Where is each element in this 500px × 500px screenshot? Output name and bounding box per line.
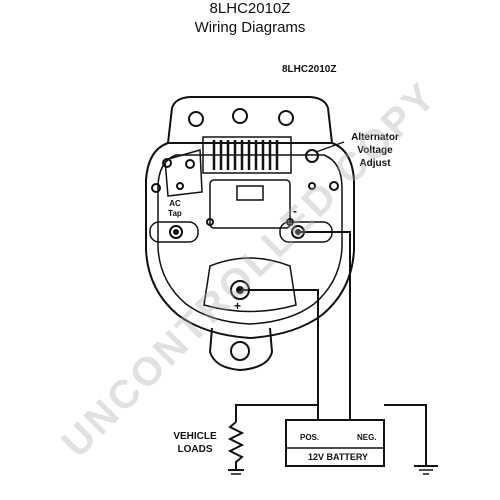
diagram-title: 8LHC2010Z [209,0,291,17]
negative-symbol: - [293,204,297,218]
ac-tap-label: AC Tap [158,199,192,219]
housing-inner-rim [157,154,343,325]
adjust-label-line: Adjust [359,158,391,169]
alternator-housing [145,142,355,340]
load-wire [235,404,318,422]
bottom-mount-hole [230,341,250,361]
voltage-adjust-screw [305,149,319,163]
rectifier-block [202,136,292,174]
diagram-subtitle: Wiring Diagrams [194,19,306,36]
regulator-box [209,179,291,229]
positive-symbol: + [234,299,242,313]
ac-tap-label-line: Tap [168,209,182,218]
bottom-mounting-foot [208,327,274,372]
top-mounting-ear [167,96,333,144]
adjust-label-line: Alternator [351,132,399,143]
vehicle-loads-line: LOADS [177,444,213,455]
positive-terminal-pod [203,257,297,313]
alternator-voltage-adjust-label: Alternator Voltage Adjust [340,131,410,170]
vehicle-loads-label: VEHICLE LOADS [168,430,222,456]
battery-neg-label: NEG. [357,433,377,442]
positive-wire [240,289,319,420]
negative-wire [300,231,351,420]
ear-hole-left [188,111,204,127]
screw-top-left [162,158,172,168]
ac-tap-label-line: AC [169,199,181,208]
vehicle-load-resistor [227,421,245,470]
vehicle-loads-line: VEHICLE [173,431,217,442]
adjust-leader [315,141,345,153]
battery-name-label: 12V BATTERY [307,452,368,462]
adjust-label-line: Voltage [357,145,393,156]
battery-box [285,419,385,467]
ear-hole-right [278,110,294,126]
ear-hole-middle [232,108,248,124]
ac-tap-terminal [149,221,199,243]
diagram-model-label: 8LHC2010Z [282,64,337,75]
battery-pos-label: POS. [300,433,320,442]
